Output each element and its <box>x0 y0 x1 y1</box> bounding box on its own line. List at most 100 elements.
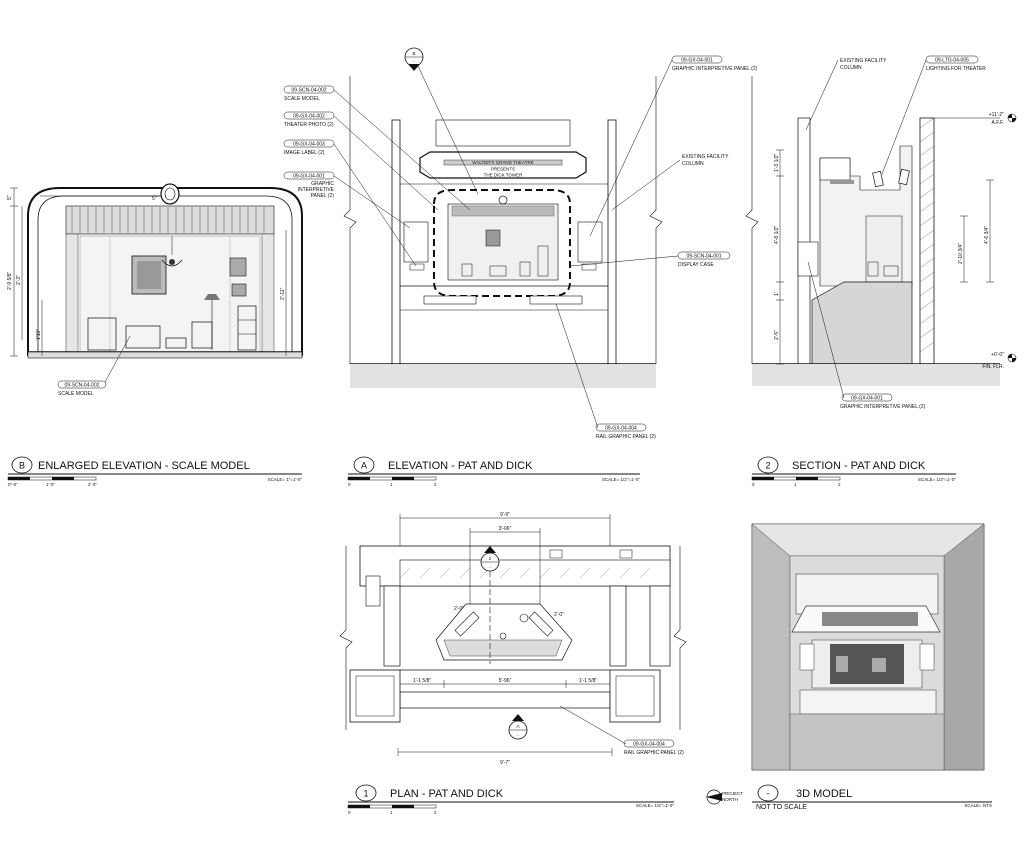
bubble-p-elev-bottom: - <box>517 733 519 738</box>
callout-scn002-text: SCALE MODEL <box>58 391 94 397</box>
callout-gx002-text: THEATER PHOTO (2) <box>284 122 334 128</box>
callout-scn002-tag: 09-SCN-04-002 <box>64 383 99 389</box>
north-arrow: PROJECT NORTH <box>706 789 743 805</box>
title-a-scale: SCALE= 1/2"=1'-0" <box>602 477 640 482</box>
facility-col-s-text1: EXISTING FACILITY <box>840 58 887 64</box>
dim-s-f: 2'-5" <box>774 330 780 340</box>
callout-gx004-p-tag: 09-GX-04-004 <box>633 742 665 748</box>
callout-gx003-tag: 09-GX-04-003 <box>293 142 325 148</box>
bubble-b-ref-bottom: - <box>413 59 415 64</box>
level-aff-label: A.F.F. <box>991 120 1004 126</box>
callout-ltg005-text: LIGHTING FOR THEATER <box>926 66 986 72</box>
title-b-text: ENLARGED ELEVATION - SCALE MODEL <box>38 460 250 472</box>
callout-gx004-p-text: RAIL GRAPHIC PANEL (2) <box>624 750 684 756</box>
bubble-p-sec-bottom: - <box>489 565 491 570</box>
title-1-mark: 1 <box>363 789 368 799</box>
bar-2-1: 1 <box>794 482 797 487</box>
dim-s-b: 4'-8 1/2" <box>774 225 780 244</box>
title-2-scale: SCALE= 1/2"=1'-0" <box>918 477 956 482</box>
title-a-mark: A <box>361 461 367 471</box>
facility-col-text1: EXISTING FACILITY <box>682 154 729 160</box>
title-2-text: SECTION - PAT AND DICK <box>792 460 926 472</box>
callout-gx002-tag: 09-GX-04-002 <box>293 114 325 120</box>
facility-col-text2: COLUMN <box>682 161 704 167</box>
title-3d-mark: - <box>767 789 770 799</box>
sign-line2: PRESENTS <box>491 167 515 172</box>
callout-scn001-tag: 09-SCN-04-001 <box>686 254 721 260</box>
bar-1-2: 2 <box>434 810 437 815</box>
title-block-b: B ENLARGED ELEVATION - SCALE MODEL 0"-0"… <box>7 456 303 487</box>
dim-s-d: 4'-6 3/4" <box>984 225 990 244</box>
dim-b-mid: 2'-3" <box>16 275 22 285</box>
bar-a-0: 0 <box>348 482 351 487</box>
facility-col-s-text2: COLUMN <box>840 65 862 71</box>
dim-p-bot: 9'-7" <box>500 760 510 766</box>
dim-b-total: 2'-9 5/8" <box>7 271 13 290</box>
bar-a-1: 1 <box>390 482 393 487</box>
callout-gx001-top-tag: 09-GX-04-001 <box>681 58 713 64</box>
dim-b-topw: 5" <box>152 196 157 202</box>
dim-p-w1: 9'-9" <box>500 512 510 518</box>
level-aff-value: +11'-2" <box>989 112 1005 118</box>
level-fin-label: FIN. FLR. <box>982 364 1004 370</box>
bubble-p-elev-top: A <box>516 724 519 729</box>
bar-a-2: 2 <box>434 482 437 487</box>
bubble-b-ref-top: B <box>412 51 415 56</box>
title-3d-text: 3D MODEL <box>796 788 852 800</box>
title-block-1: 1 PLAN - PAT AND DICK 0 1 2 SCALE= 1/2"=… <box>347 784 674 815</box>
title-block-3d: - 3D MODEL NOT TO SCALE SCALE= NTS <box>752 784 992 811</box>
callout-scn002-a-text: SCALE MODEL <box>284 96 320 102</box>
bar-2-0: 0 <box>752 482 755 487</box>
view-b-enlarged-elevation: 2'-9 5/8" 2'-3" 2'-11" 1'10" 5" 5" 09-SC… <box>7 183 303 397</box>
bubble-p-sec-top: 2 <box>489 556 492 561</box>
north-text2: NORTH <box>722 797 738 802</box>
bar-1-1: 1 <box>390 810 393 815</box>
title-2-mark: 2 <box>765 461 770 471</box>
bar-b-1: 1'-0" <box>46 482 55 487</box>
dim-s-c: 2'-10 3/4" <box>958 243 964 264</box>
view-1-plan: 9'-9" 3'-06" 1'-1 5/8" 5'-96" 1'-1 5/8" … <box>339 512 687 766</box>
callout-gx001-text3: PANEL (2) <box>311 193 335 199</box>
view-a-elevation: WALTER'S GRAND THEATRE PRESENTS THE DICK… <box>283 47 758 440</box>
title-3d-scale: SCALE= NTS <box>964 803 992 808</box>
dim-p-w2: 3'-06" <box>499 526 512 532</box>
dim-b-low: 1'10" <box>36 329 42 340</box>
dim-p-r: 1'-1 5/8" <box>579 678 598 684</box>
view-3d-model <box>751 523 985 771</box>
title-block-2: 2 SECTION - PAT AND DICK 0 1 2 SCALE= 1/… <box>751 456 956 487</box>
callout-scn001-text: DISPLAY CASE <box>678 262 714 268</box>
dim-s-a: 1'-3 1/2" <box>774 153 780 172</box>
dim-s-e: 1' <box>774 292 780 296</box>
bar-b-0: 0"-0" <box>8 482 18 487</box>
title-b-scale: SCALE= 1"=1'-0" <box>268 477 303 482</box>
dim-b-right: 2'-11" <box>280 287 286 300</box>
callout-gx001-s-text: GRAPHIC INTERPRETIVE PANEL (2) <box>840 404 926 410</box>
callout-gx001-top-text: GRAPHIC INTERPRETIVE PANEL (2) <box>672 66 758 72</box>
callout-gx001-text2: INTERPRETIVE <box>298 187 335 193</box>
callout-gx001-s-tag: 09-GX-04-001 <box>851 396 883 402</box>
bar-1-0: 0 <box>348 810 351 815</box>
title-b-mark: B <box>19 461 25 471</box>
view-2-section: +11'-2" A.F.F. +0'-0" FIN. FLR. 1'-3 1/2… <box>745 55 1017 410</box>
level-fin-value: +0'-0" <box>991 352 1004 358</box>
title-block-a: A ELEVATION - PAT AND DICK 0 1 2 SCALE= … <box>347 456 640 487</box>
dim-b-top: 5" <box>7 195 13 200</box>
dim-p-l: 1'-1 5/8" <box>413 678 432 684</box>
title-a-text: ELEVATION - PAT AND DICK <box>388 460 533 472</box>
title-1-scale: SCALE= 1/2"=1'-0" <box>636 803 674 808</box>
callout-gx001-text1: GRAPHIC <box>311 181 334 187</box>
title-1-text: PLAN - PAT AND DICK <box>390 788 504 800</box>
callout-scn002-a-tag: 09-SCN-04-002 <box>291 88 326 94</box>
sign-line3: THE DICK TOWER <box>484 173 524 178</box>
callout-gx003-text: IMAGE LABEL (2) <box>284 150 325 156</box>
callout-gx004-tag: 09-GX-04-004 <box>605 426 637 432</box>
bar-2-2: 2 <box>838 482 841 487</box>
sign-line1: WALTER'S GRAND THEATRE <box>472 160 533 165</box>
callout-gx001-tag: 09-GX-04-001 <box>293 174 325 180</box>
title-3d-subtitle: NOT TO SCALE <box>756 804 807 811</box>
dim-p-ang2: 2'-0" <box>554 612 564 618</box>
dim-p-ang1: 2'-0" <box>454 606 464 612</box>
bar-b-2: 2'-0" <box>88 482 97 487</box>
north-text1: PROJECT <box>722 791 743 796</box>
